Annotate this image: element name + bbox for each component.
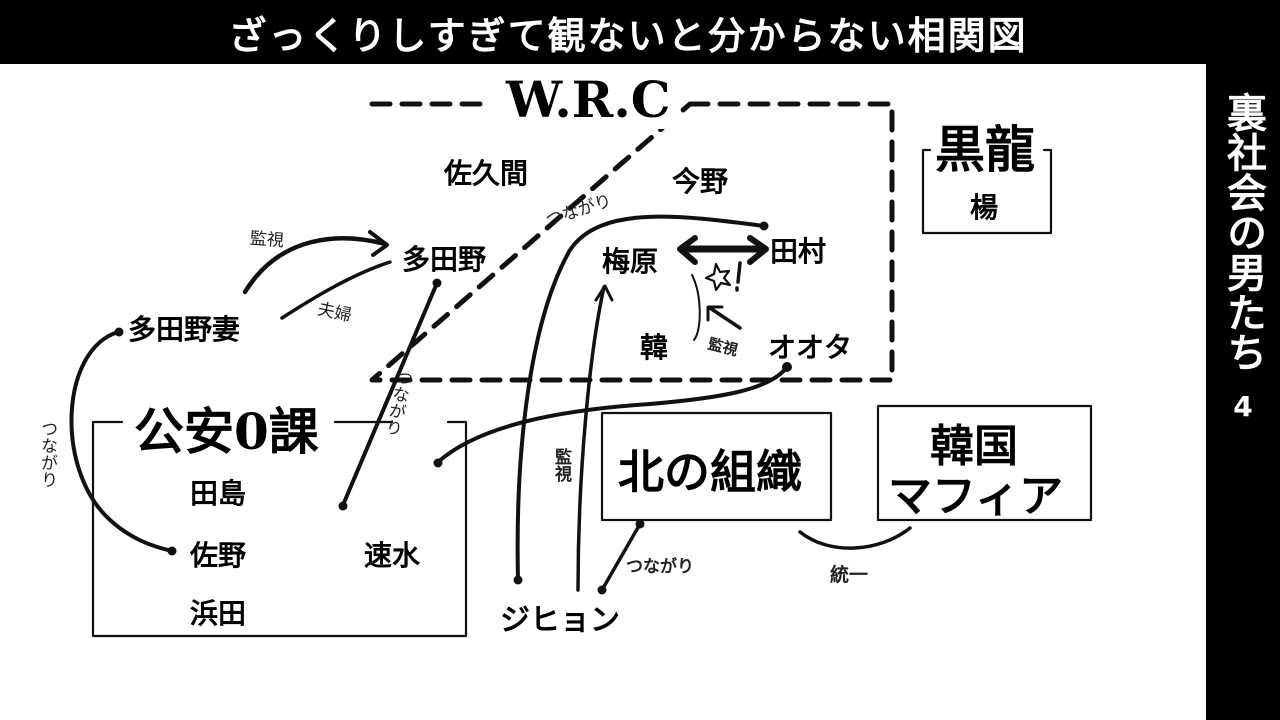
person-tadano: 多田野 [402,243,487,276]
relation-label-kanshi-jihyon: 監視 [551,448,571,482]
dot-tsuma [114,327,124,337]
kanshi-arrow-head-oota-kan [706,305,724,322]
fuufu-line [280,260,392,320]
touitsu-arc [798,526,912,550]
kokuryu-box-border [921,148,1053,235]
person-tajima: 田島 [190,477,247,510]
person-sakuma: 佐久間 [444,157,529,190]
group-label-kankoku-line1: 韓国 [930,421,1018,472]
kanshi-arrow-head-umehara [594,284,614,302]
dot-tamura [759,221,769,231]
double-arrow-left-head [677,235,698,265]
kanshi-arrow-line [242,236,388,295]
kan-bracket-curve [691,274,701,341]
group-label-kankoku-line2: マフィア [888,471,1064,522]
kankoku-box-border [876,404,1093,522]
wrc-box-border [369,101,895,383]
page-title: ざっくりしすぎて観ないと分からない相関図 [228,13,1028,58]
relation-label-touitsu: 統一 [830,564,869,586]
kanshi-arrow-oota-kan [708,306,742,330]
person-hayami: 速水 [364,539,421,572]
person-oota: オオタ [768,331,853,364]
dot-koan [338,501,348,511]
tsunagari-arc-left [69,330,174,553]
kanshi-arrow-head [368,230,389,257]
dot-hayami [433,458,443,468]
tsunagari-line-kita-jihyon [600,522,642,592]
group-label-kita: 北の組織 [618,445,802,499]
group-label-kokuryu: 黒龍 [933,110,1037,182]
person-konno: 今野 [672,165,729,198]
page-number: 4 [1233,390,1253,423]
dot-sano [167,546,177,556]
person-kan: 韓 [640,331,669,364]
dot-kita [635,519,645,529]
side-title: 裏社会の男たち [1220,92,1266,372]
dot-jihyon-right [597,585,607,595]
dot-oota [782,362,792,372]
kita-box-border [600,411,833,522]
double-arrow-right-head [747,235,769,265]
dot-jihyon-left [513,575,523,585]
koan-box-border [91,420,468,638]
person-umehara: 梅原 [602,245,659,278]
person-hamada: 浜田 [190,597,247,630]
dot-tadano [432,278,442,288]
relation-label-tsunagari-kita: つながり [626,557,694,577]
title-bar: ざっくりしすぎて観ないと分からない相関図 [0,0,1280,64]
side-bar: 裏社会の男たち 4 [1206,64,1280,720]
person-sano: 佐野 [190,539,247,572]
oota-koan-curve [436,365,789,464]
relation-label-kanshi-tadano: 監視 [249,228,285,252]
person-jihyon: ジヒョン [500,603,620,638]
tsunagari-line-tadano [341,281,439,507]
star-icon [704,262,732,292]
group-label-koan0ka: 公安0課 [130,392,323,464]
kanshi-line-jihyon-umehara [576,285,606,592]
person-tamura: 田村 [770,235,827,268]
person-you: 楊 [970,191,999,224]
tsunagari-arc-jihyon-tamura [515,214,766,582]
exclamation-icon [735,261,742,292]
person-tadano-tsuma: 多田野妻 [128,313,241,346]
relation-label-tsunagari-left: つながり [37,420,57,488]
group-label-wrc: W.R.C [500,70,677,129]
